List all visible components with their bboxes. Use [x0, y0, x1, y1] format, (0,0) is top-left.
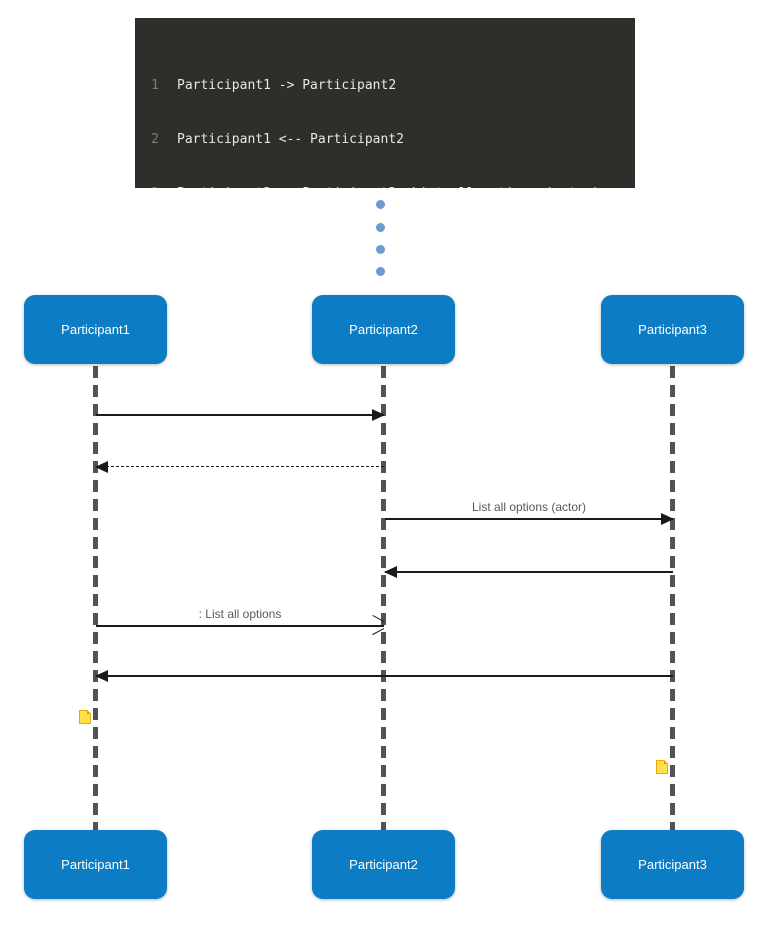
- participant-label: Participant1: [61, 322, 130, 337]
- arrowhead-right-icon: [661, 513, 674, 525]
- arrowhead-open-right-icon: [371, 618, 384, 632]
- loading-dot-icon: [376, 200, 385, 209]
- note-document-icon: [656, 760, 668, 774]
- loading-dot-icon: [376, 267, 385, 276]
- participant-label: Participant1: [61, 857, 130, 872]
- participant-label: Participant2: [349, 322, 418, 337]
- line-number: 2: [151, 132, 159, 147]
- code-line[interactable]: 1 Participant1 -> Participant2: [135, 77, 635, 95]
- message-arrow-3[interactable]: List all options (actor): [385, 500, 674, 525]
- participant-box-top-2[interactable]: Participant2: [312, 295, 455, 364]
- participant-label: Participant3: [638, 322, 707, 337]
- line-number: 1: [151, 78, 159, 93]
- code-editor-lines[interactable]: 1 Participant1 -> Participant2 2 Partici…: [135, 18, 635, 188]
- message-label-5: : List all options: [198, 607, 282, 621]
- message-line: [96, 675, 673, 677]
- note-icon-case-3[interactable]: [656, 760, 668, 774]
- arrowhead-left-icon: [95, 670, 108, 682]
- participant-box-bottom-3[interactable]: Participant3: [601, 830, 744, 899]
- message-label-3: List all options (actor): [471, 500, 587, 514]
- lifeline-participant3: [670, 366, 675, 832]
- participant-box-top-3[interactable]: Participant3: [601, 295, 744, 364]
- participant-label: Participant2: [349, 857, 418, 872]
- lifeline-participant1: [93, 366, 98, 832]
- note-document-icon: [79, 710, 91, 724]
- message-arrow-1[interactable]: [96, 409, 385, 421]
- code-editor-block[interactable]: 1 Participant1 -> Participant2 2 Partici…: [135, 18, 635, 188]
- arrowhead-right-icon: [372, 409, 385, 421]
- participant-label: Participant3: [638, 857, 707, 872]
- loading-dot-icon: [376, 223, 385, 232]
- message-arrow-2[interactable]: [95, 461, 384, 473]
- arrowhead-left-icon: [384, 566, 397, 578]
- message-line: [96, 414, 384, 416]
- message-line: [385, 518, 673, 520]
- message-arrow-5[interactable]: : List all options: [96, 607, 384, 627]
- arrowhead-left-icon: [95, 461, 108, 473]
- message-line: [96, 625, 384, 627]
- line-text: Participant1 <-- Participant2: [177, 132, 404, 147]
- message-arrow-6[interactable]: [95, 670, 673, 682]
- code-line[interactable]: 2 Participant1 <-- Participant2: [135, 131, 635, 149]
- participant-box-bottom-1[interactable]: Participant1: [24, 830, 167, 899]
- participant-box-bottom-2[interactable]: Participant2: [312, 830, 455, 899]
- line-text: Participant2 -> Participant3: List all o…: [169, 185, 600, 188]
- participant-box-top-1[interactable]: Participant1: [24, 295, 167, 364]
- message-arrow-4[interactable]: [384, 566, 673, 578]
- line-text: Participant1 -> Participant2: [177, 78, 397, 93]
- line-number: 3: [135, 185, 169, 188]
- message-line: [96, 466, 384, 467]
- code-line[interactable]: 3 Participant2 -> Participant3: List all…: [135, 185, 635, 188]
- loading-dot-icon: [376, 245, 385, 254]
- lifeline-participant2: [381, 366, 386, 832]
- message-line: [385, 571, 673, 573]
- note-icon-case-1[interactable]: [79, 710, 91, 724]
